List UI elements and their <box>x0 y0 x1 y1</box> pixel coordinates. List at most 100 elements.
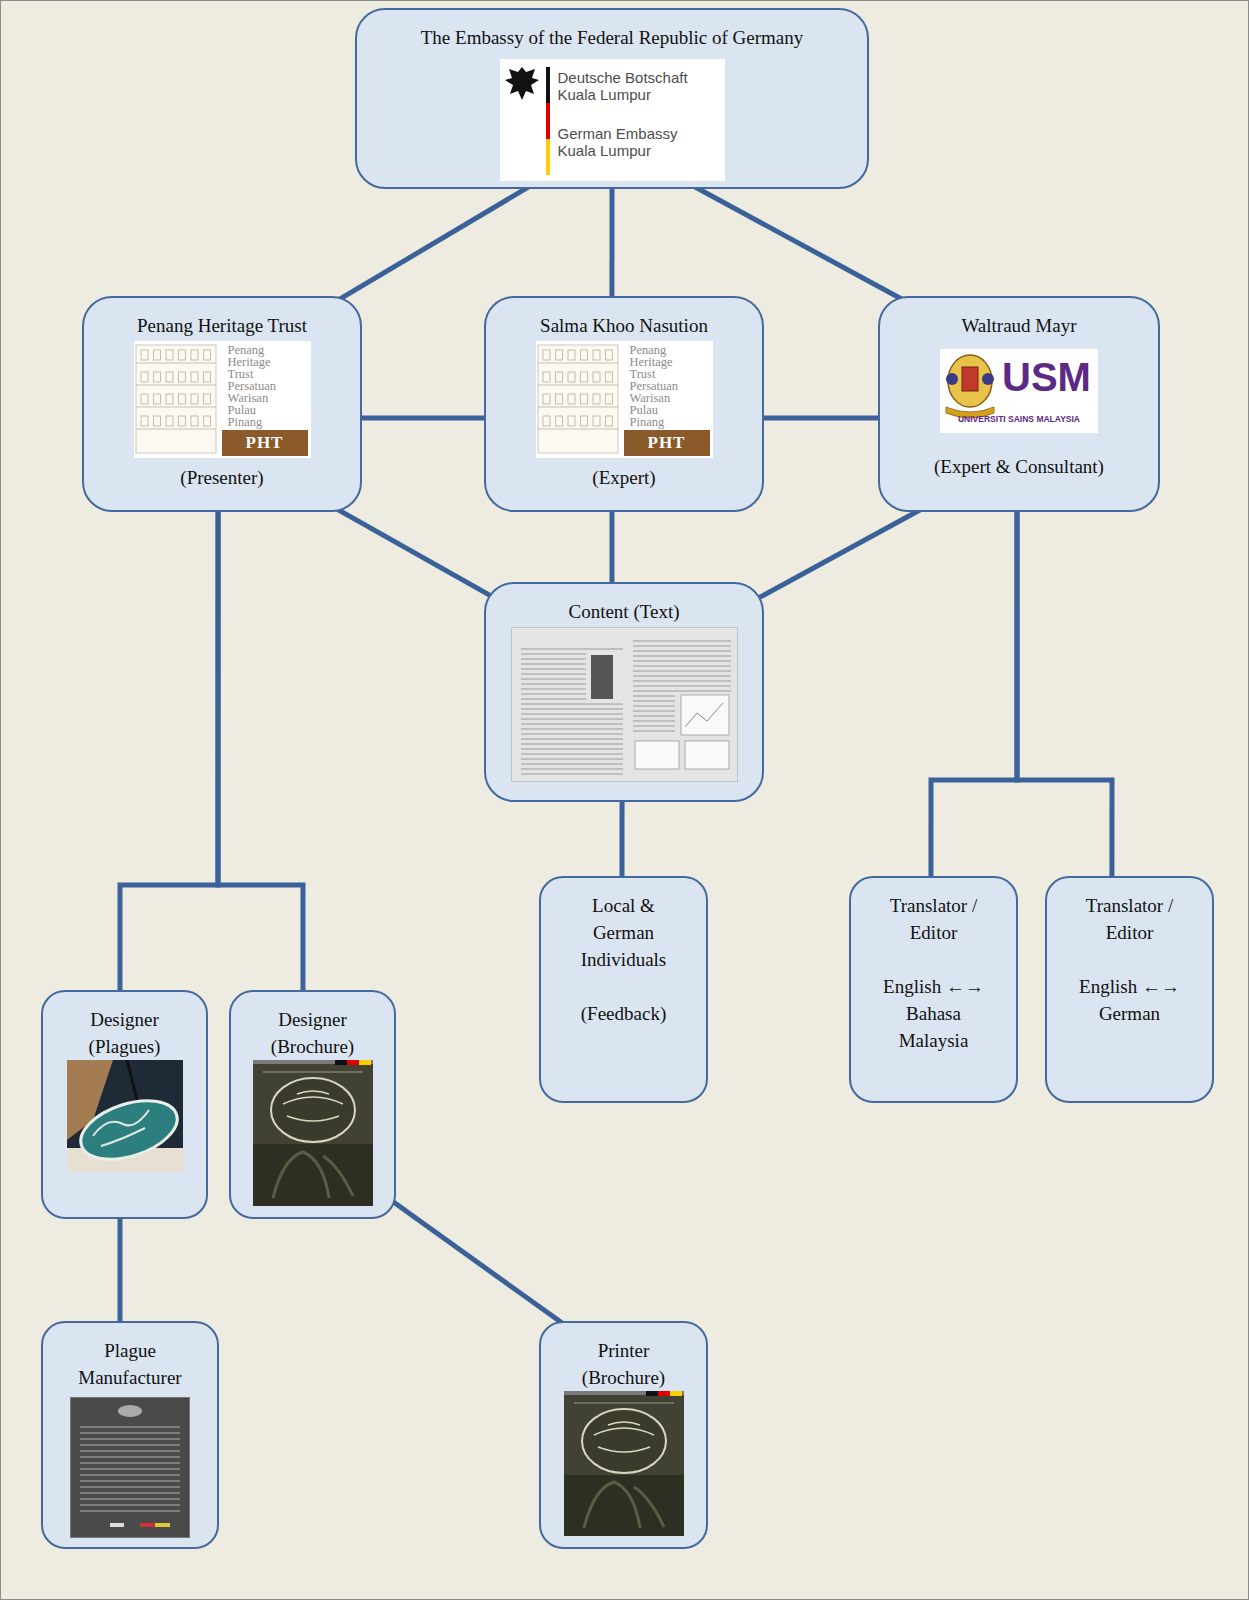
plaque-line <box>80 1468 180 1470</box>
logo-image: USMUNIVERSITI SAINS MALAYSIA <box>940 349 1098 433</box>
text-line <box>521 748 623 749</box>
plaque-line <box>80 1444 180 1446</box>
plaque-line <box>80 1456 180 1458</box>
thumbnail-image <box>67 1060 183 1172</box>
text-line <box>633 645 731 646</box>
node-title: Waltraud Mayr <box>961 312 1076 339</box>
partner-box: Penang Heritage TrustPenang Heritage Tru… <box>82 296 362 512</box>
crest-side <box>946 373 958 385</box>
pht-badge <box>624 430 710 456</box>
facade-window <box>543 350 550 360</box>
facade-window <box>203 372 210 382</box>
facade-window <box>166 350 173 360</box>
node-title: Content (Text) <box>568 598 679 625</box>
node-note: English ←→ Bahasa Malaysia <box>874 973 994 1054</box>
plaque-line <box>80 1462 180 1464</box>
facade-window <box>593 372 600 382</box>
text-line <box>521 693 586 694</box>
facade-window <box>605 350 612 360</box>
facade-line <box>136 407 216 408</box>
facade-window <box>178 350 185 360</box>
pht-badge <box>222 430 308 456</box>
plaque-line <box>80 1498 180 1500</box>
text-line <box>521 738 623 739</box>
crest-shield <box>962 367 978 391</box>
facade-window <box>580 372 587 382</box>
sign-bracket <box>127 1060 137 1100</box>
thumbnail-image <box>511 627 738 782</box>
facade-window <box>593 350 600 360</box>
connector-line <box>690 184 905 301</box>
facade-window <box>543 394 550 404</box>
connector-line <box>218 502 303 1000</box>
plaque-line <box>80 1480 180 1482</box>
thumb-map-line <box>685 703 723 727</box>
text-line <box>521 708 623 709</box>
facade-sketch <box>538 345 618 453</box>
facade-window <box>568 394 575 404</box>
facade-window <box>593 394 600 404</box>
node-title: Plague Manufacturer <box>55 1337 205 1391</box>
text-line <box>521 668 586 669</box>
text-line <box>521 648 623 649</box>
text-line <box>633 715 675 716</box>
text-line <box>633 690 731 691</box>
connector-line <box>609 179 614 306</box>
facade-window <box>593 416 600 426</box>
brochure-figures <box>584 1482 664 1528</box>
text-line <box>521 723 623 724</box>
logo-text: PHT <box>222 430 308 456</box>
facade-line <box>538 429 618 430</box>
facade-line <box>136 363 216 364</box>
facade-window <box>555 416 562 426</box>
facade-window <box>141 372 148 382</box>
text-line <box>521 718 623 719</box>
text-line <box>521 653 586 654</box>
brochure-script <box>283 1091 343 1121</box>
text-line <box>633 685 731 686</box>
brochure-cover <box>564 1391 684 1536</box>
facade-sketch <box>136 345 216 453</box>
designer-box: Designer (Brochure) <box>229 990 396 1219</box>
thumbnail-image-art <box>511 627 738 782</box>
text-line <box>521 673 586 674</box>
facade-window <box>605 372 612 382</box>
manufacturer-box: Plague Manufacturer <box>41 1321 219 1549</box>
flag-stripe-red <box>546 103 550 139</box>
expert-box: Waltraud MayrUSMUNIVERSITI SAINS MALAYSI… <box>878 296 1160 512</box>
plaque-mark <box>110 1523 124 1527</box>
logo-image: Deutsche Botschaft Kuala LumpurGerman Em… <box>500 59 725 181</box>
connector-line <box>388 1198 568 1327</box>
facade-line <box>136 429 216 430</box>
facade-window <box>555 394 562 404</box>
facade-window <box>543 416 550 426</box>
expert-box: Salma Khoo NasutionPenang Heritage Trust… <box>484 296 764 512</box>
facade-line <box>136 385 216 386</box>
text-line <box>521 763 623 764</box>
facade-window <box>191 350 198 360</box>
printer-box: Printer (Brochure) <box>539 1321 708 1549</box>
facade-window <box>141 394 148 404</box>
facade-window <box>141 350 148 360</box>
node-note: (Expert) <box>592 464 655 491</box>
text-line <box>521 658 586 659</box>
thumb-map <box>681 695 729 735</box>
plaque-line <box>80 1492 180 1494</box>
thumbnail-image <box>253 1060 373 1206</box>
node-note: English ←→ German <box>1070 973 1190 1027</box>
logo-image-art <box>134 341 311 458</box>
facade-window <box>191 372 198 382</box>
text-line <box>521 743 623 744</box>
text-line <box>633 700 675 701</box>
facade-window <box>178 416 185 426</box>
thumb-photo <box>591 655 613 699</box>
node-title: Designer (Brochure) <box>258 1006 368 1060</box>
facade-line <box>538 385 618 386</box>
text-line <box>633 725 675 726</box>
text-line <box>633 675 731 676</box>
facade-window <box>605 416 612 426</box>
plaque-line <box>80 1432 180 1434</box>
facade-window <box>203 416 210 426</box>
thumbnail-image-art <box>253 1060 373 1206</box>
